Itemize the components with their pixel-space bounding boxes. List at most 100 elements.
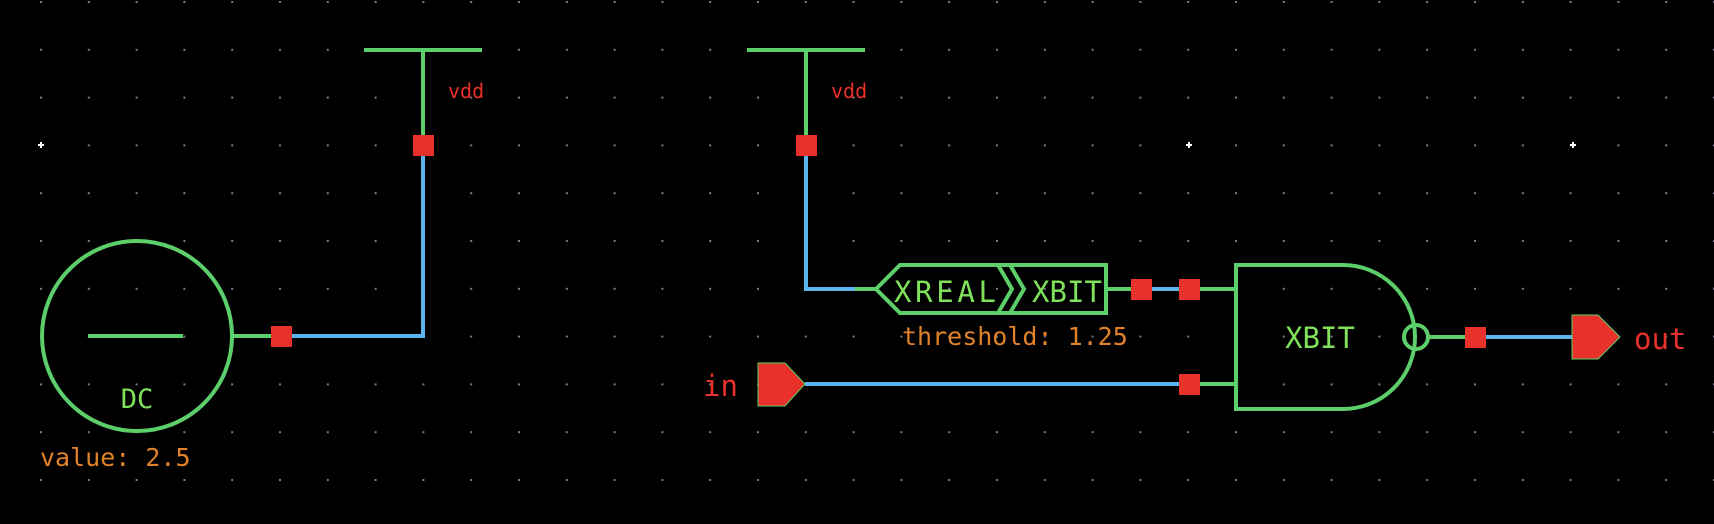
grid-origin-marker <box>1570 142 1576 148</box>
grid-dot <box>661 240 664 242</box>
input-port-shape <box>757 362 806 407</box>
grid-dot <box>661 1 664 3</box>
pin-vdd-right[interactable] <box>796 135 817 156</box>
grid-dot <box>1474 144 1476 147</box>
pin-converter-out[interactable] <box>1131 279 1152 300</box>
grid-dot <box>87 192 90 195</box>
pin-gate-input-b[interactable] <box>1179 374 1200 395</box>
vdd-supply-right[interactable]: vdd <box>747 48 867 145</box>
grid-dot <box>565 96 568 99</box>
grid-dot <box>1521 1 1524 3</box>
grid-dot <box>757 240 759 242</box>
grid-dot <box>518 479 520 481</box>
grid-dot <box>279 383 281 386</box>
output-port[interactable]: out <box>1571 314 1686 360</box>
wire-vdd-to-dc[interactable] <box>281 145 425 338</box>
grid-dot <box>1474 431 1476 434</box>
grid-dot <box>1091 192 1094 195</box>
grid-dot <box>1521 383 1524 386</box>
grid-dot <box>279 479 281 481</box>
grid-dot <box>1282 335 1285 338</box>
grid-dot <box>1330 48 1333 51</box>
grid-dot <box>1330 1 1333 3</box>
grid-dot <box>1426 1 1429 3</box>
grid-dot <box>709 144 712 147</box>
grid-dot <box>422 383 425 386</box>
grid-dot <box>661 144 664 147</box>
pin-vdd-left[interactable] <box>413 135 434 156</box>
grid-dot <box>1043 479 1046 481</box>
dc-source[interactable]: DC value: 2.5 <box>40 239 281 472</box>
grid-dot <box>1187 48 1190 51</box>
grid-dot <box>1665 240 1668 242</box>
wire-vdd-to-converter[interactable] <box>804 145 855 291</box>
supply-label: vdd <box>448 79 484 103</box>
grid-dot <box>1282 144 1285 147</box>
grid-dot <box>948 335 951 338</box>
vdd-supply-left[interactable]: vdd <box>364 48 484 145</box>
grid-dot <box>326 1 329 3</box>
grid-dot <box>661 96 664 99</box>
grid-dot <box>470 383 473 386</box>
grid-dot <box>1665 144 1668 147</box>
grid-dot <box>1139 1 1142 3</box>
grid-dot <box>1043 1 1046 3</box>
grid-dot <box>1330 335 1333 338</box>
grid-dot <box>1426 144 1429 147</box>
grid-dot <box>996 431 998 434</box>
grid-dot <box>518 144 520 147</box>
pin-dc-source[interactable] <box>271 326 292 347</box>
grid-dot <box>1378 48 1381 51</box>
grid-dot <box>900 96 903 99</box>
grid-dot <box>470 240 473 242</box>
grid-dot <box>948 96 951 99</box>
grid-dot <box>757 192 759 195</box>
grid-dot <box>1043 431 1046 434</box>
grid-dot <box>709 431 712 434</box>
pin-gate-output[interactable] <box>1465 327 1486 348</box>
grid-dot <box>996 1 998 3</box>
grid-dot <box>613 144 616 147</box>
grid-dot <box>374 192 377 195</box>
grid-dot <box>518 431 520 434</box>
grid-dot <box>374 383 377 386</box>
input-port[interactable]: in <box>703 362 806 407</box>
grid-dot <box>279 240 281 242</box>
grid-dot <box>1139 431 1142 434</box>
grid-dot <box>326 383 329 386</box>
grid-dot <box>135 287 138 290</box>
grid-dot <box>1330 287 1333 290</box>
grid-dot <box>565 240 568 242</box>
grid-dot <box>1282 383 1285 386</box>
grid-dot <box>87 1 90 3</box>
grid-dot <box>565 383 568 386</box>
grid-dot <box>661 479 664 481</box>
xreal-to-xbit-converter[interactable]: XREAL XBIT threshold: 1.25 <box>855 263 1141 351</box>
grid-dot <box>900 192 903 195</box>
grid-dot <box>326 240 329 242</box>
converter-param[interactable]: threshold: 1.25 <box>902 322 1128 351</box>
pin-gate-input-a[interactable] <box>1179 279 1200 300</box>
grid-dot <box>40 431 42 434</box>
grid-dot <box>613 1 616 3</box>
grid-dot <box>183 335 186 338</box>
grid-dot <box>757 287 759 290</box>
grid-dot <box>1235 48 1237 51</box>
grid-dot <box>1569 479 1572 481</box>
grid-dot <box>709 96 712 99</box>
grid-dot <box>1474 479 1476 481</box>
grid-dot <box>1139 48 1142 51</box>
grid-dot <box>1330 240 1333 242</box>
nand-gate[interactable]: XBIT <box>1189 263 1475 411</box>
grid-dot <box>1617 479 1620 481</box>
grid-dot <box>852 192 855 195</box>
grid-dot <box>661 48 664 51</box>
dc-source-param[interactable]: value: 2.5 <box>40 443 191 472</box>
converter-right-label: XBIT <box>1032 275 1102 309</box>
grid-dot <box>1665 431 1668 434</box>
grid-dot <box>996 335 998 338</box>
grid-dot <box>565 479 568 481</box>
grid-dot <box>1043 192 1046 195</box>
grid-dot <box>1474 240 1476 242</box>
